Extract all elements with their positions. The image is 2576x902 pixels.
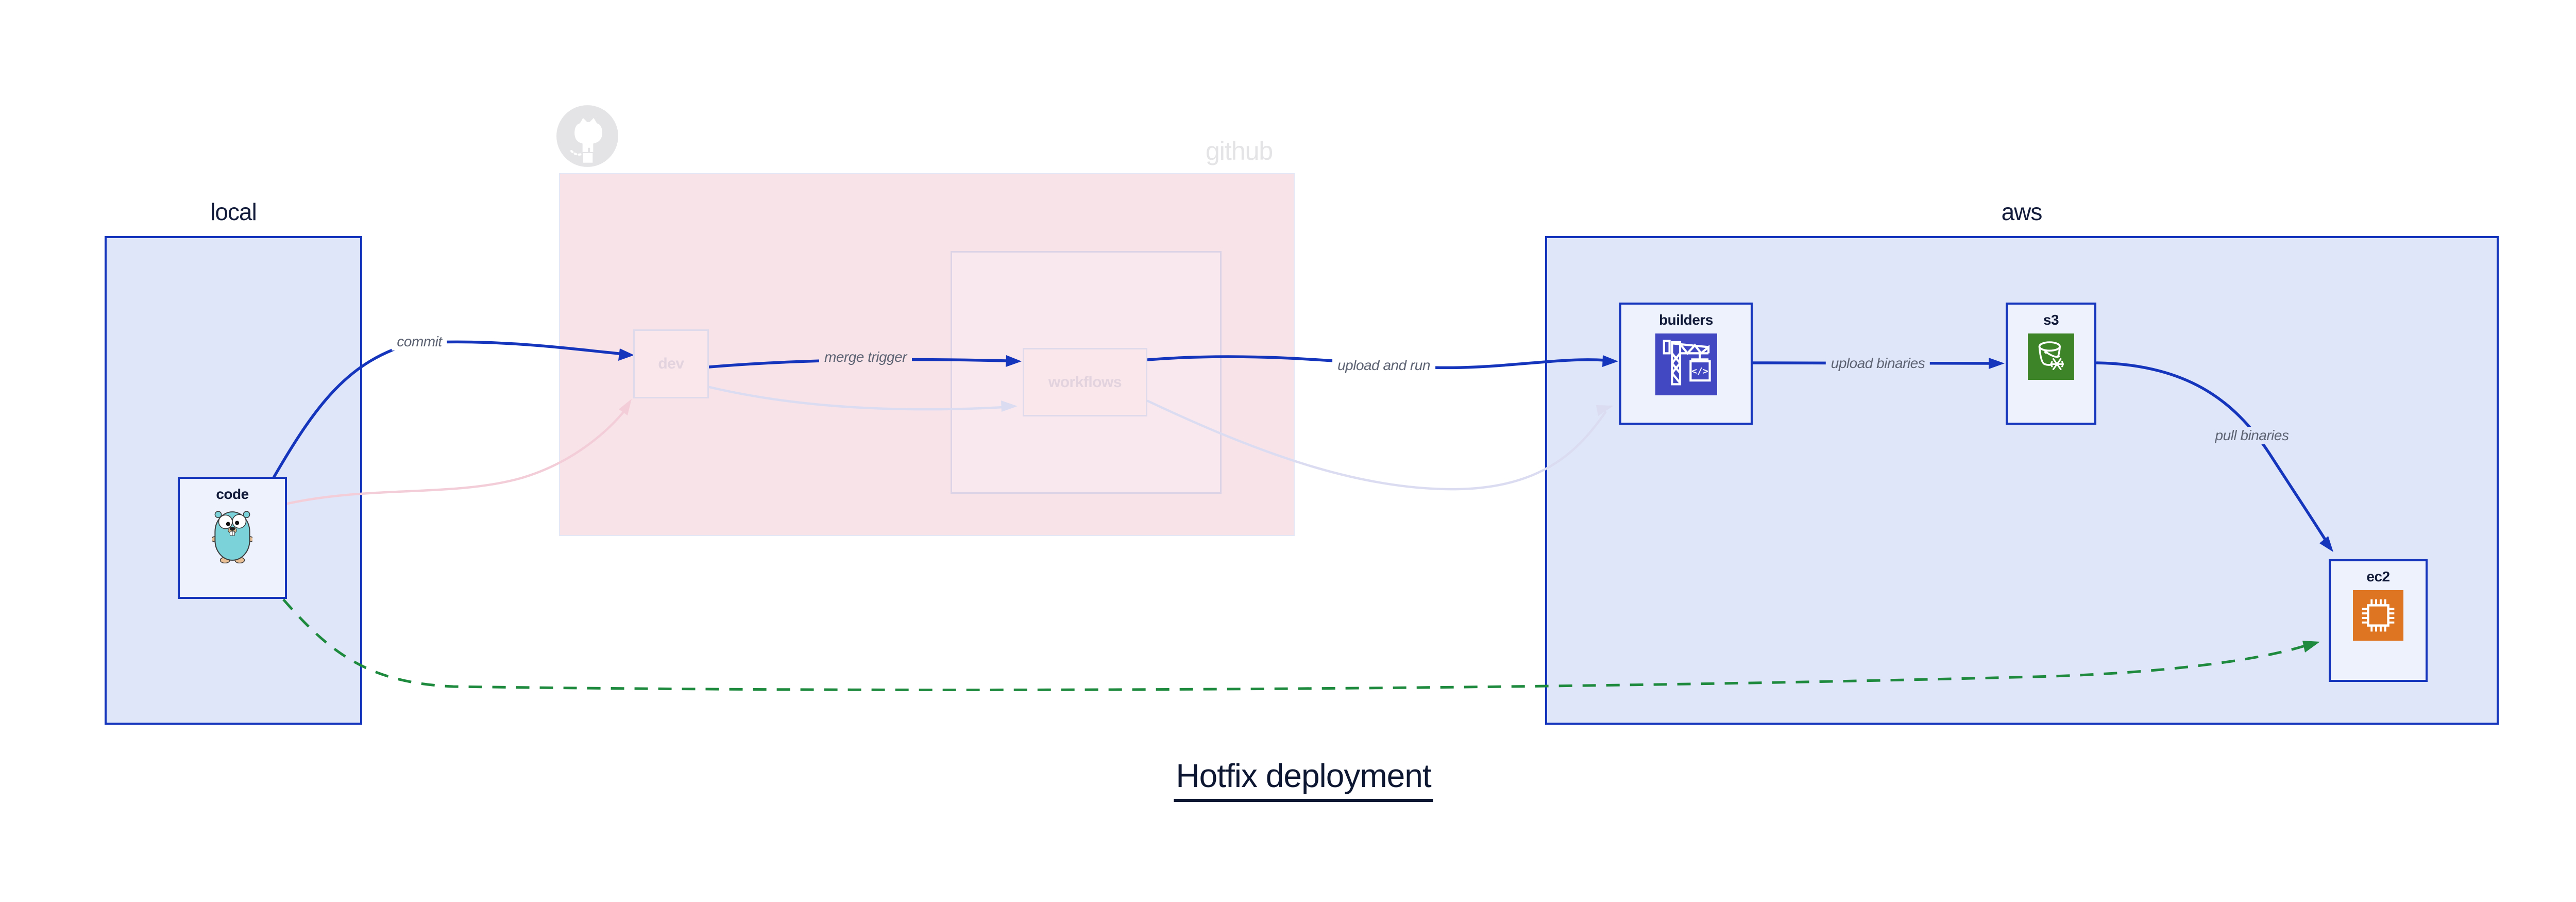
node-code: code (178, 477, 287, 599)
s3-bucket-icon (2028, 333, 2074, 380)
upload-binaries-arrowhead (1989, 358, 2005, 369)
merge-trigger-arrowhead (1006, 355, 1022, 367)
faded-dev-workflows-arrowhead (1001, 400, 1018, 412)
faded-dev-workflows-edge (708, 386, 1005, 411)
ec2-chip-icon (2353, 590, 2403, 641)
svg-text:</>: </> (1691, 366, 1708, 377)
upload-and-run-arrowhead (1602, 355, 1618, 367)
faded-code-dev-arrowhead (619, 399, 632, 415)
github-container-label: github (1206, 137, 1273, 165)
hotfix-dashed-edge (282, 598, 2307, 691)
local-container-label: local (210, 198, 257, 225)
node-ec2-label: ec2 (2366, 569, 2390, 584)
faded-code-dev-edge (286, 406, 629, 505)
node-dev-label: dev (658, 355, 684, 372)
node-code-label: code (216, 486, 249, 502)
diagram-title: Hotfix deployment (1174, 757, 1433, 802)
faded-workflows-builders-arrowhead (1596, 405, 1614, 416)
commit-arrowhead (618, 348, 634, 361)
node-builders-label: builders (1659, 312, 1713, 328)
hotfix-arrowhead (2302, 641, 2320, 653)
commit-edge-label: commit (392, 333, 447, 350)
node-workflows-label: workflows (1048, 373, 1122, 391)
github-octocat-icon (556, 105, 618, 167)
commit-edge (273, 340, 630, 478)
node-ec2: ec2 (2329, 559, 2428, 682)
node-workflows: workflows (1023, 348, 1147, 416)
crane-build-icon: </> (1655, 333, 1717, 395)
aws-container-label: aws (2001, 198, 2043, 225)
go-gopher-icon (212, 511, 252, 563)
faded-workflows-builders-edge (1146, 399, 1607, 491)
node-s3: s3 (2006, 303, 2096, 425)
merge-trigger-edge-label: merge trigger (819, 348, 912, 366)
node-s3-label: s3 (2043, 312, 2059, 328)
node-dev: dev (633, 329, 709, 398)
pull-binaries-edge-label: pull binaries (2210, 427, 2294, 444)
upload-binaries-edge-label: upload binaries (1825, 355, 1930, 372)
upload-and-run-edge-label: upload and run (1332, 357, 1435, 374)
pull-binaries-arrowhead (2319, 536, 2333, 552)
pull-binaries-edge (2095, 361, 2329, 544)
node-builders: builders </> (1619, 303, 1753, 425)
